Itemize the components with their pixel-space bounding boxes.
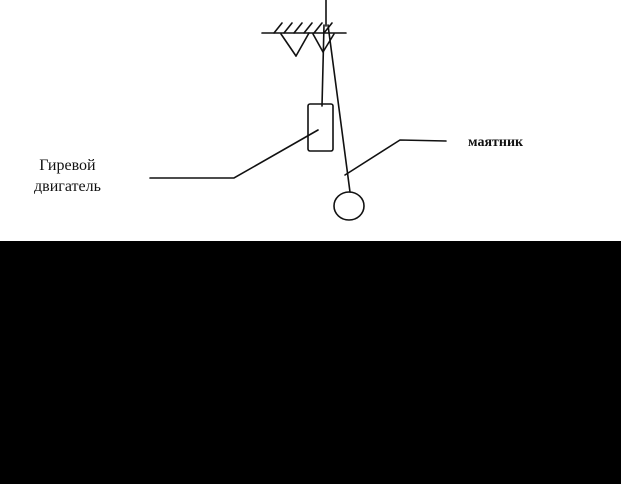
leader-line-pendulum	[344, 139, 447, 176]
pendulum-diagram	[149, 0, 447, 221]
diagram-area: Гиревой двигатель маятник	[0, 0, 621, 241]
pendulum-label: маятник	[468, 135, 524, 150]
weight-engine-label-line1: Гиревой	[39, 157, 96, 174]
black-region	[0, 241, 621, 484]
leader-line-weight-engine	[149, 129, 319, 179]
weight-engine-label-line2: двигатель	[34, 178, 101, 195]
pendulum-rod	[327, 24, 351, 193]
weight-block	[307, 103, 334, 152]
pendulum-bob	[333, 191, 365, 221]
support-bracket	[280, 32, 335, 57]
ceiling-hatching	[273, 22, 333, 34]
weight-engine-label: Гиревой двигатель	[34, 155, 101, 197]
weight-cord	[321, 24, 325, 107]
